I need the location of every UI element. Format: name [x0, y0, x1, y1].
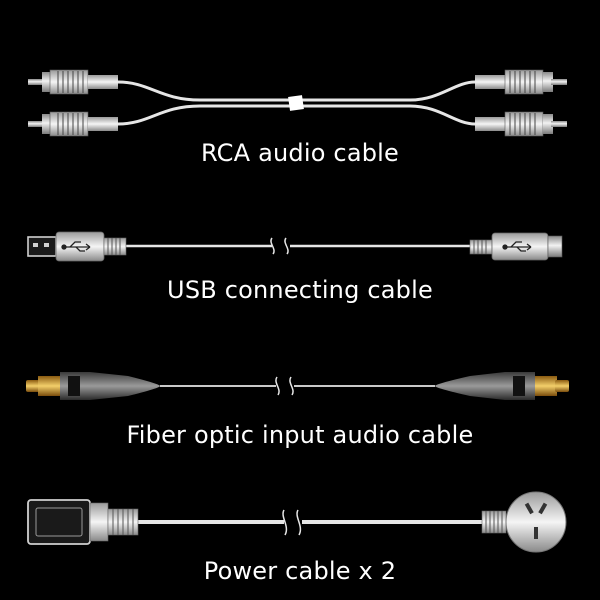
rca-cable-label: RCA audio cable [201, 139, 399, 167]
fiber-connector-right [435, 372, 569, 400]
usb-b-plug [469, 232, 563, 261]
usb-a-plug [27, 231, 127, 262]
rca-cable-icon [28, 69, 567, 137]
power-cable-icon [27, 491, 567, 553]
rca-plug-right-top [475, 69, 567, 95]
rca-plug-right-bottom [475, 111, 567, 137]
iec-connector [27, 499, 139, 545]
power-cable-label: Power cable x 2 [203, 557, 397, 585]
usb-cable-label: USB connecting cable [167, 276, 433, 304]
fiber-optic-cable-icon [26, 372, 569, 400]
fiber-connector-left [26, 372, 160, 400]
rca-plug-left-bottom [28, 111, 118, 137]
usb-cable-icon [27, 231, 563, 262]
wall-plug [481, 491, 567, 553]
rca-plug-left-top [28, 69, 118, 95]
fiber-optic-cable-label: Fiber optic input audio cable [126, 421, 474, 449]
